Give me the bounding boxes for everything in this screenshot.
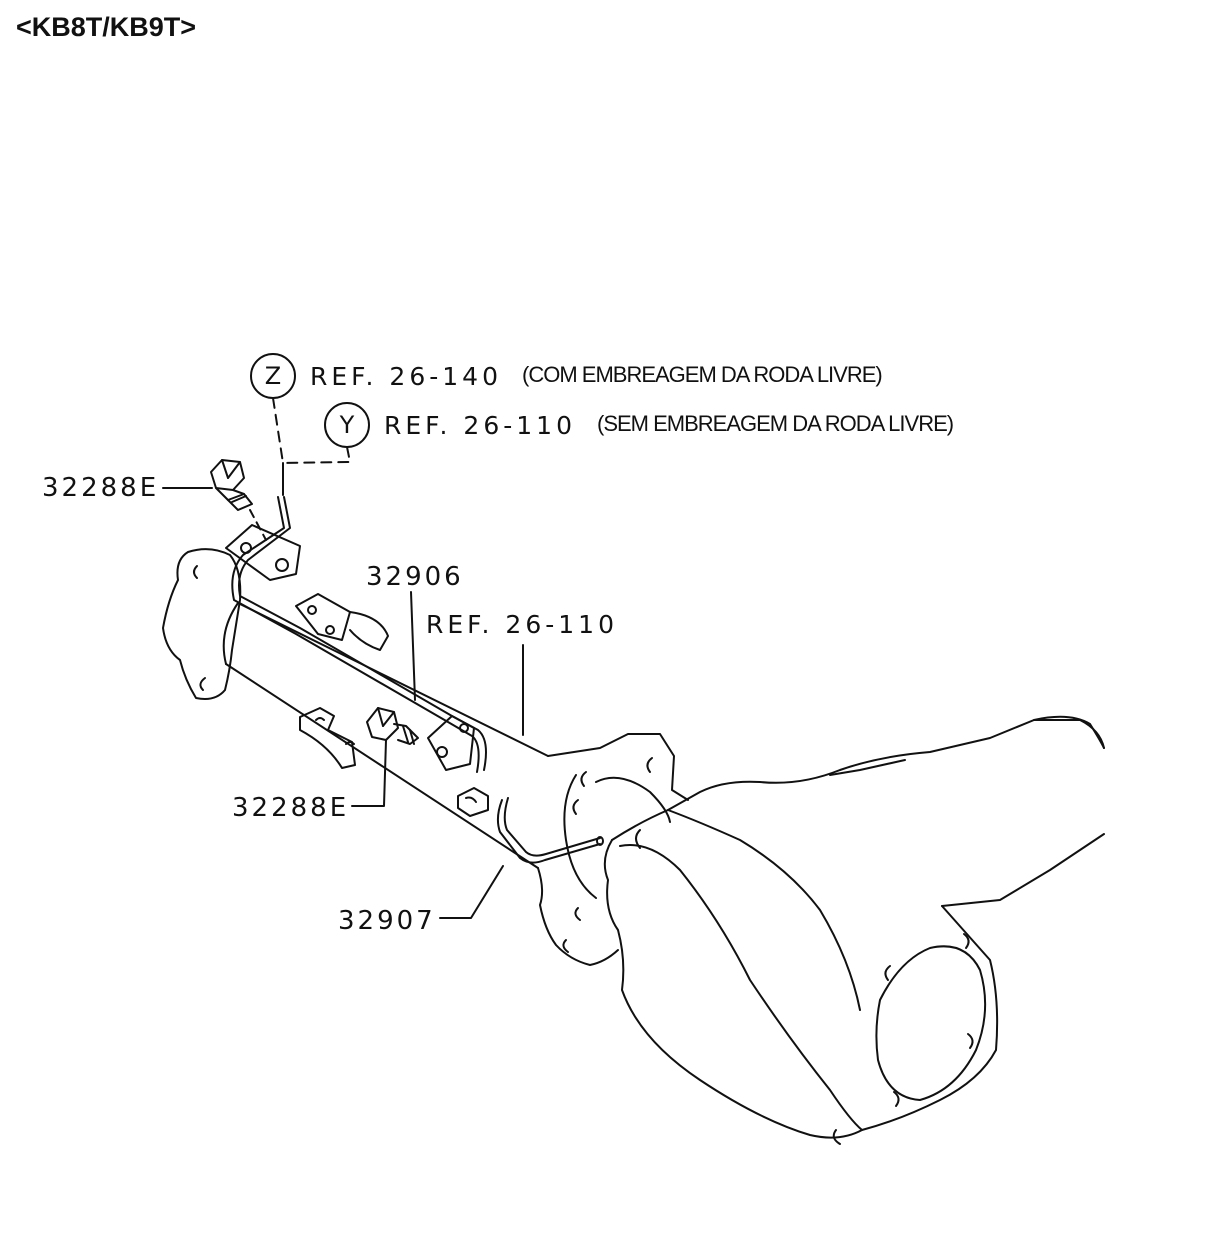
part-label-pipe-end: 32907 (338, 906, 436, 936)
part-label-bolt-upper: 32288E (42, 473, 160, 503)
pipe-32907 (457, 787, 604, 864)
bolt-upper (210, 459, 267, 541)
callout-y-ref: REF. 26-110 (384, 411, 576, 440)
callout-z-note: (COM EMBREAGEM DA RODA LIVRE) (522, 362, 883, 387)
part-label-pipe-main: 32906 (366, 562, 464, 592)
transmission-case (603, 715, 1105, 1145)
callout-y-letter: Y (339, 411, 355, 439)
callout-z-ref: REF. 26-140 (310, 362, 502, 391)
extension-tube (222, 602, 549, 869)
callout-leaders (162, 353, 524, 919)
part-label-pipe-main-ref: REF. 26-110 (426, 610, 618, 639)
diagram-title: <KB8T/KB9T> (16, 12, 197, 42)
extension-housing-flange (162, 548, 242, 700)
part-label-bolt-lower: 32288E (232, 793, 350, 823)
bolt-lower (366, 707, 419, 745)
adaptor-flange (537, 733, 689, 966)
pipe-32906 (225, 496, 487, 773)
callout-y-note: (SEM EMBREAGEM DA RODA LIVRE) (597, 411, 954, 436)
callout-z-letter: Z (264, 362, 282, 390)
